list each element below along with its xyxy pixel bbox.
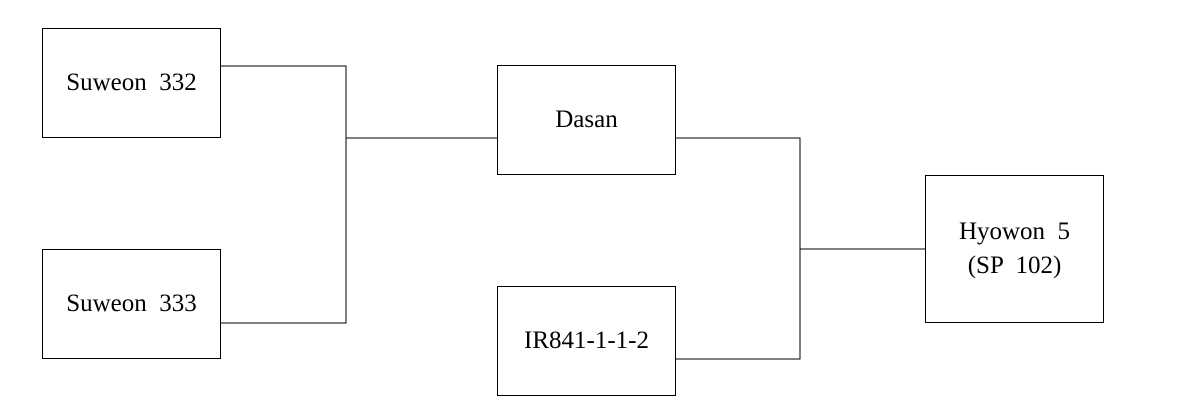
node-ir841-1-1-2: IR841-1-1-2 xyxy=(497,286,676,396)
connector-suweon-333 xyxy=(221,138,347,324)
node-label-line1: Hyowon 5 xyxy=(958,218,1071,245)
node-label: Suweon 333 xyxy=(66,290,197,317)
node-label-line2: (SP 102) xyxy=(967,252,1062,279)
connector-dasan xyxy=(676,137,801,249)
node-suweon-332: Suweon 332 xyxy=(42,28,221,138)
node-label: Dasan xyxy=(555,106,618,133)
node-label: Suweon 332 xyxy=(66,69,197,96)
connector-suweon-332 xyxy=(221,65,347,138)
connector-ir841 xyxy=(676,249,801,360)
node-suweon-333: Suweon 333 xyxy=(42,249,221,359)
node-dasan: Dasan xyxy=(497,65,676,175)
node-label: IR841-1-1-2 xyxy=(524,327,649,354)
node-hyowon-5: Hyowon 5 (SP 102) xyxy=(925,175,1104,323)
